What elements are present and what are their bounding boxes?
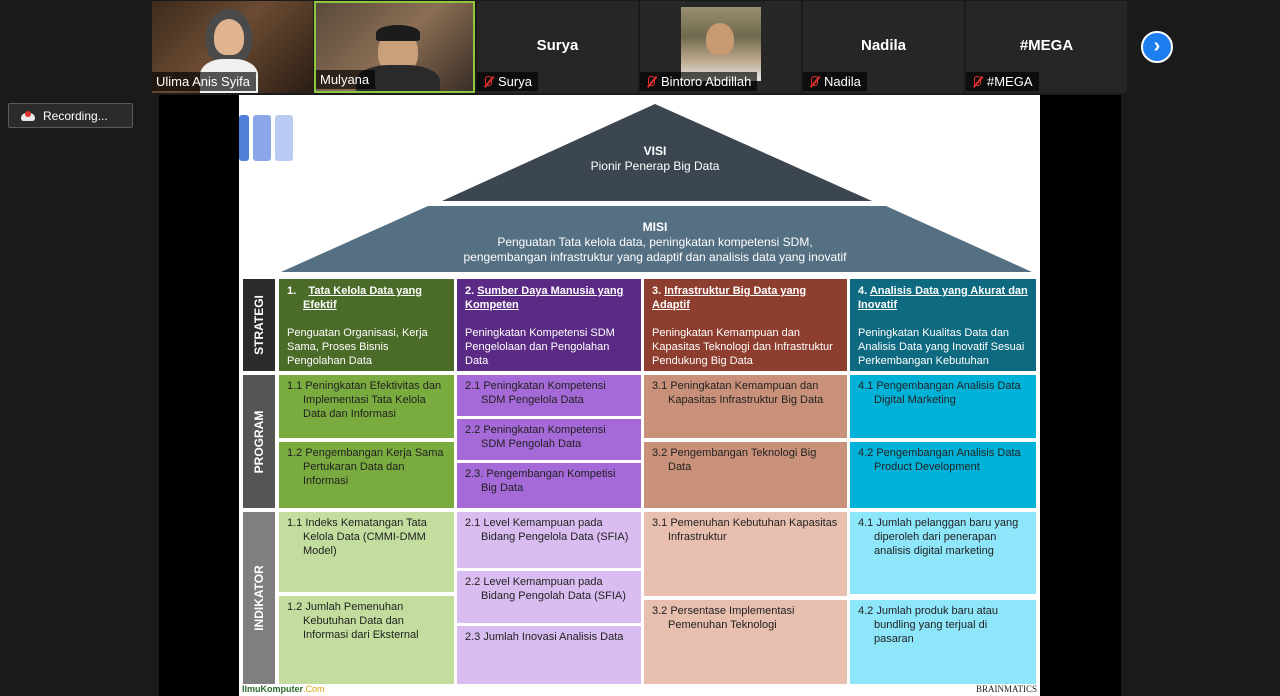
mic-muted-icon xyxy=(807,75,821,89)
program-cell: 2.1 Peningkatan Kompetensi SDM Pengelola… xyxy=(457,375,641,416)
misi-title: MISI xyxy=(642,220,668,234)
indicator-cell: 1.1 Indeks Kematangan Tata Kelola Data (… xyxy=(279,512,454,592)
program-cell: 2.2 Peningkatan Kompetensi SDM Pengolah … xyxy=(457,419,641,460)
strategy-cell: 3. Infrastruktur Big Data yang Adaptif P… xyxy=(644,279,847,371)
misi-block: MISI Penguatan Tata kelola data, peningk… xyxy=(389,220,921,265)
recording-indicator[interactable]: Recording... xyxy=(8,103,133,128)
next-page-button[interactable]: › xyxy=(1141,31,1173,63)
strategy-title: Sumber Daya Manusia yang Kompeten xyxy=(465,285,624,311)
misi-text-line: Penguatan Tata kelola data, peningkatan … xyxy=(497,235,813,249)
mic-muted-icon xyxy=(644,75,658,89)
participant-display-name: #MEGA xyxy=(1019,37,1074,54)
indicator-cell: 1.2 Jumlah Pemenuhan Kebutuhan Data dan … xyxy=(279,596,454,684)
program-cell: 1.1 Peningkatan Efektivitas dan Implemen… xyxy=(279,375,454,438)
mic-muted-icon xyxy=(970,75,984,89)
participant-tile[interactable]: Bintoro Abdillah xyxy=(640,1,801,93)
visi-roof xyxy=(442,104,872,201)
indicator-cell: 3.2 Persentase Implementasi Pemenuhan Te… xyxy=(644,600,847,684)
participant-display-name: Surya xyxy=(536,37,579,54)
indicator-cell: 3.1 Pemenuhan Kebutuhan Kapasitas Infras… xyxy=(644,512,847,596)
participant-name-tag: Ulima Anis Syifa xyxy=(152,72,256,91)
decorative-bar xyxy=(253,115,271,161)
program-cell: 4.1 Pengembangan Analisis Data Digital M… xyxy=(850,375,1036,438)
participant-name-tag: Surya xyxy=(477,72,538,91)
participant-name: Mulyana xyxy=(320,72,370,87)
strategy-description: Peningkatan Kompetensi SDM Pengelolaan d… xyxy=(465,327,615,367)
strategy-number: 4. xyxy=(858,285,868,297)
participant-name: Surya xyxy=(498,74,532,89)
footer-logo-right: BRAINMATICS xyxy=(975,684,1037,694)
participant-video-face xyxy=(706,23,734,55)
participant-name: Bintoro Abdillah xyxy=(661,74,752,89)
participant-name: #MEGA xyxy=(987,74,1033,89)
program-cell: 1.2 Pengembangan Kerja Sama Pertukaran D… xyxy=(279,442,454,508)
strategy-title: Analisis Data yang Akurat dan Inovatif xyxy=(858,285,1028,311)
strategy-description: Penguatan Organisasi, Kerja Sama, Proses… xyxy=(287,327,428,367)
house-roof xyxy=(281,104,1032,272)
shared-screen[interactable]: VISI Pionir Penerap Big Data MISI Pengua… xyxy=(159,95,1121,696)
row-label-text: STRATEGI xyxy=(252,295,266,355)
participant-tile[interactable]: Nadila Nadila xyxy=(803,1,964,93)
row-label-strategi: STRATEGI xyxy=(243,279,275,371)
participant-name-tag: Mulyana xyxy=(316,70,376,89)
strategy-description: Peningkatan Kemampuan dan Kapasitas Tekn… xyxy=(652,327,833,367)
row-label-text: INDIKATOR xyxy=(252,565,266,631)
program-cell: 2.3. Pengembangan Kompetisi Big Data xyxy=(457,463,641,508)
strategy-description: Peningkatan Kualitas Data dan Analisis D… xyxy=(858,327,1025,367)
participant-name-tag: Nadila xyxy=(803,72,867,91)
row-label-program: PROGRAM xyxy=(243,375,275,508)
cloud-record-icon xyxy=(21,110,35,121)
chevron-right-icon: › xyxy=(1153,35,1161,57)
participant-name-tag: #MEGA xyxy=(966,72,1039,91)
indicator-cell: 2.3 Jumlah Inovasi Analisis Data xyxy=(457,626,641,684)
strategy-number: 2. xyxy=(465,285,475,297)
presentation-slide: VISI Pionir Penerap Big Data MISI Pengua… xyxy=(239,95,1040,696)
visi-title: VISI xyxy=(643,144,667,158)
participant-video-face xyxy=(214,19,244,55)
footer-logo-suffix: .Com xyxy=(303,684,325,694)
indicator-cell: 2.2 Level Kemampuan pada Bidang Pengolah… xyxy=(457,571,641,623)
program-cell: 4.2 Pengembangan Analisis Data Product D… xyxy=(850,442,1036,508)
indicator-cell: 4.1 Jumlah pelanggan baru yang diperoleh… xyxy=(850,512,1036,594)
participant-strip: Ulima Anis Syifa Mulyana Surya Surya Bin… xyxy=(0,0,1280,94)
misi-roof xyxy=(281,206,1032,272)
mic-muted-icon xyxy=(481,75,495,89)
misi-text-line: pengembangan infrastruktur yang adaptif … xyxy=(463,250,847,264)
strategy-title: Tata Kelola Data yang Efektif xyxy=(303,285,422,311)
indicator-cell: 4.2 Jumlah produk baru atau bundling yan… xyxy=(850,600,1036,684)
participant-name: Ulima Anis Syifa xyxy=(156,74,250,89)
decorative-bar xyxy=(275,115,293,161)
strategy-number: 3. xyxy=(652,285,662,297)
visi-text: Pionir Penerap Big Data xyxy=(590,159,720,173)
participant-video-hair xyxy=(376,25,420,41)
program-cell: 3.1 Peningkatan Kemampuan dan Kapasitas … xyxy=(644,375,847,438)
participant-name-tag: Bintoro Abdillah xyxy=(640,72,758,91)
footer-logo-left: IlmuKomputer.Com xyxy=(242,684,325,694)
strategy-title: Infrastruktur Big Data yang Adaptif xyxy=(652,285,807,311)
row-label-text: PROGRAM xyxy=(252,410,266,473)
strategy-cell: 2. Sumber Daya Manusia yang Kompeten Pen… xyxy=(457,279,641,371)
participant-tile-active[interactable]: Mulyana xyxy=(314,1,475,93)
visi-block: VISI Pionir Penerap Big Data xyxy=(519,144,791,174)
participant-tile[interactable]: Ulima Anis Syifa xyxy=(152,1,313,93)
decorative-bar xyxy=(239,115,249,161)
strategy-number: 1. xyxy=(287,285,297,297)
participant-display-name: Nadila xyxy=(860,37,906,54)
strategy-cell: 1. Tata Kelola Data yang Efektif Penguat… xyxy=(279,279,454,371)
row-label-indikator: INDIKATOR xyxy=(243,512,275,684)
participant-tile[interactable]: Surya Surya xyxy=(477,1,638,93)
strategy-cell: 4. Analisis Data yang Akurat dan Inovati… xyxy=(850,279,1036,371)
footer-logo-text: IlmuKomputer xyxy=(242,684,304,694)
program-cell: 3.2 Pengembangan Teknologi Big Data xyxy=(644,442,847,508)
indicator-cell: 2.1 Level Kemampuan pada Bidang Pengelol… xyxy=(457,512,641,568)
participant-tile[interactable]: #MEGA #MEGA xyxy=(966,1,1127,93)
recording-label: Recording... xyxy=(43,108,108,123)
participant-name: Nadila xyxy=(824,74,861,89)
